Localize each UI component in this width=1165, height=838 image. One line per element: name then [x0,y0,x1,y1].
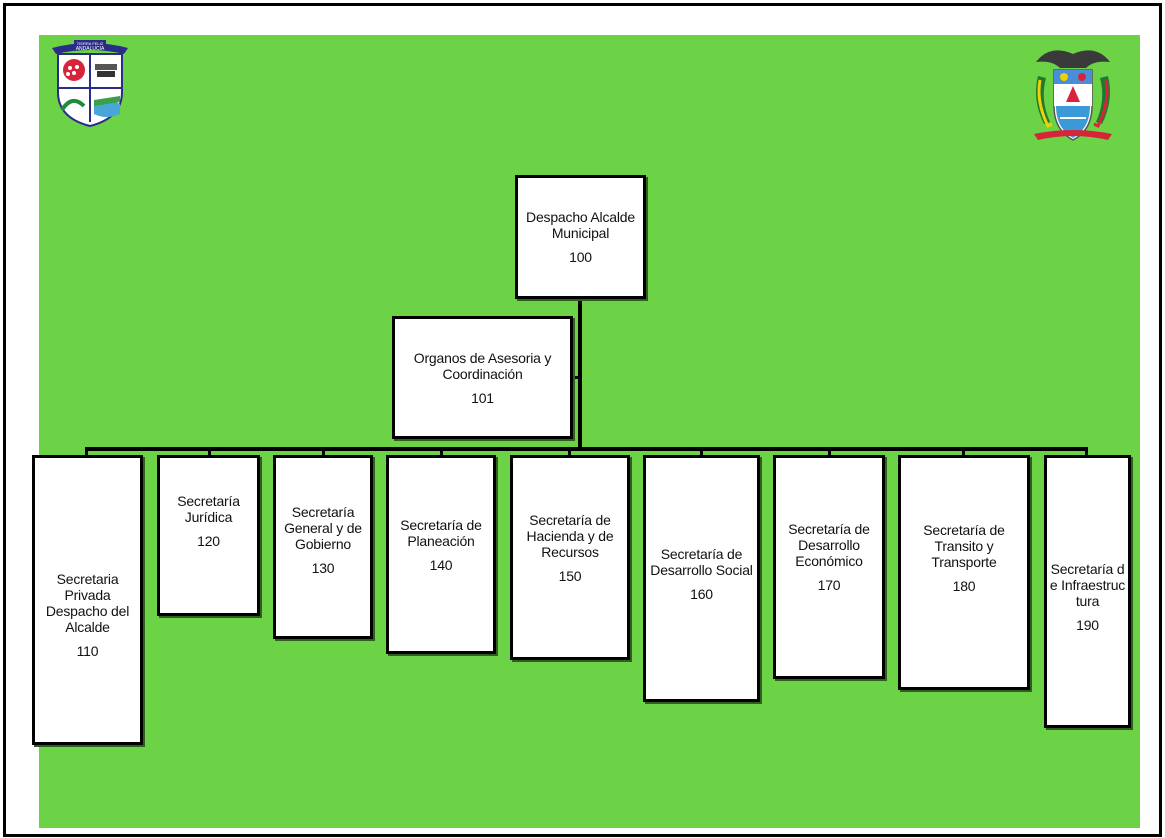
connector-drop-160 [700,447,703,459]
connector-horizontal-bus [85,447,1088,451]
node-title: Secretaría General y de Gobierno [284,504,362,552]
org-chart-canvas [39,35,1140,828]
org-node-secretariat-190: Secretaría de Infraestructura 190 [1044,455,1131,728]
connector-drop-120 [208,447,211,459]
org-node-advisory: Organos de Asesoria y Coordinación 101 [392,316,573,439]
org-node-secretariat-160: Secretaría de Desarrollo Social 160 [643,455,760,702]
connector-drop-140 [440,447,443,459]
node-title: Secretaría Jurídica [177,492,240,525]
node-code: 100 [569,249,592,265]
connector-root-trunk [578,297,582,450]
org-node-secretariat-140: Secretaría de Planeación 140 [386,455,496,654]
node-title: Secretaria Privada Despacho del Alcalde [45,571,130,635]
node-code: 120 [197,532,220,549]
node-title: Despacho Alcalde Municipal [526,209,635,241]
municipal-crest-icon: ANDALUCIA TIERRA FELIZ [52,40,128,128]
connector-drop-110 [85,447,88,459]
org-node-secretariat-150: Secretaría de Hacienda y de Recursos 150 [510,455,630,660]
node-code: 190 [1076,616,1099,633]
colombia-coat-of-arms-icon [1034,50,1112,141]
node-title: Secretaría de Desarrollo Social [650,545,753,578]
node-title: Secretaría de Hacienda y de Recursos [526,511,614,560]
org-node-secretariat-110: Secretaria Privada Despacho del Alcalde … [32,455,143,745]
org-node-root: Despacho Alcalde Municipal 100 [515,175,646,299]
connector-drop-170 [828,447,831,459]
node-code: 101 [471,389,494,406]
connector-drop-150 [568,447,571,459]
node-code: 150 [558,567,582,584]
node-code: 140 [429,556,453,573]
node-title: Secretaría de Desarrollo Económico [788,521,870,569]
node-code: 160 [690,585,713,602]
connector-drop-190 [1085,447,1088,459]
connector-advisory [569,376,580,379]
org-node-secretariat-170: Secretaría de Desarrollo Económico 170 [773,455,885,679]
connector-drop-180 [962,447,965,459]
org-node-secretariat-180: Secretaría de Transito y Transporte 180 [898,455,1030,690]
node-code: 110 [76,643,99,659]
connector-drop-130 [322,447,325,459]
node-title: Secretaría de Infraestructura [1049,560,1126,609]
node-code: 170 [817,577,841,593]
org-node-secretariat-130: Secretaría General y de Gobierno 130 [273,455,373,639]
node-title: Organos de Asesoria y Coordinación [413,349,552,382]
crest-ribbon-text: ANDALUCIA [76,46,105,52]
node-title: Secretaría de Planeación [400,516,482,549]
node-title: Secretaría de Transito y Transporte [923,521,1005,570]
crest-top-text: TIERRA FELIZ [77,41,104,46]
page-frame [3,3,1162,837]
node-code: 130 [311,560,335,576]
org-node-secretariat-120: Secretaría Jurídica 120 [157,455,260,616]
node-code: 180 [952,577,976,594]
